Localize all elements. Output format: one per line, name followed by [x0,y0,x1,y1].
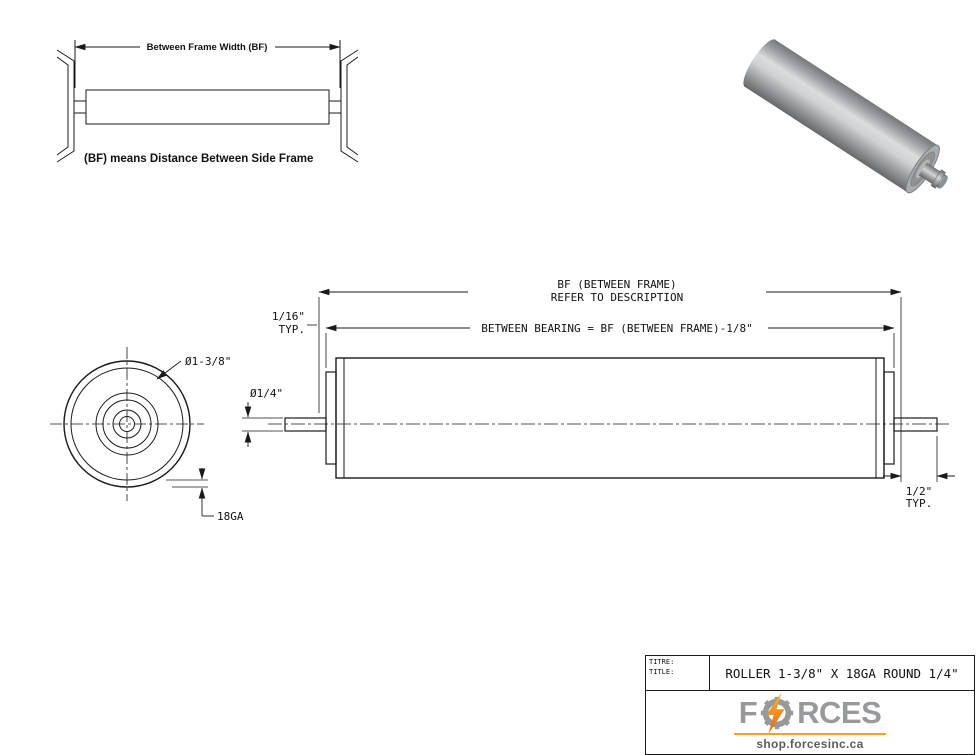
logo-underline [734,732,886,735]
bf-label-line1: BF (BETWEEN FRAME) [557,278,676,291]
end-view [50,347,214,517]
inset-caption: (BF) means Distance Between Side Frame [84,153,313,165]
bf-label-line2: REFER TO DESCRIPTION [551,291,683,304]
end-view-shaft-circle-2 [119,416,135,432]
title-block: TITRE: TITLE: ROLLER 1-3/8" X 18GA ROUND… [645,655,975,755]
lightning-bolt-icon [766,691,785,734]
title-labels: TITRE: TITLE: [646,656,710,690]
title-block-row-title: TITRE: TITLE: ROLLER 1-3/8" X 18GA ROUND… [646,656,974,691]
inset-axle-right [328,100,342,114]
shaft-left [284,417,327,432]
inset-roller-tube [85,89,330,125]
end-view-bearing-circle-1 [95,392,159,456]
roller-dia-label: Ø1-3/8" [185,355,231,368]
gear-lightning-icon [760,691,794,734]
end-view-outer-circle [63,360,191,488]
side-view [242,288,955,482]
inset-dim-label: Between Frame Width (BF) [147,42,268,53]
roller-3d-shaft-tip [938,175,948,189]
logo-text-rces: RCES [797,695,882,730]
title-label-fr: TITRE: [649,658,675,666]
forces-logo-wordmark: F [738,691,882,734]
roller-tube [335,357,885,479]
forces-logo: F [734,691,886,751]
between-bearing-label: BETWEEN BEARING = BF (BETWEEN FRAME)-1/8… [481,322,753,335]
title-block-row-logo: F [646,691,974,754]
gap-label-line2: TYP. [279,323,306,336]
roller-3d-render [743,39,948,194]
logo-website: shop.forcesinc.ca [756,736,864,751]
roller-3d-body [743,39,938,193]
shaft-ext-label-line1: 1/2" [906,485,933,498]
shaft-right [893,417,938,432]
gap-label-line1: 1/16" [272,310,305,323]
title-label-en: TITLE: [649,668,675,676]
inset-axle-left [73,100,87,114]
roller-3d-shaft-washer [930,169,946,189]
shaft-dia-label: Ø1/4" [250,387,283,400]
end-view-bearing-circle-2 [102,399,152,449]
inset-diagram [56,40,359,163]
end-view-shaft-circle-1 [112,409,142,439]
gauge-label: 18GA [217,510,244,523]
roller-3d-shaft [918,162,947,189]
shaft-ext-label-line2: TYP. [906,497,933,510]
left-side-frame [56,49,75,163]
drawing-title: ROLLER 1-3/8" X 18GA ROUND 1/4" [725,665,959,681]
logo-text-f: F [738,695,758,730]
right-side-frame-inner [346,56,359,156]
roller-dia-leader [156,360,182,380]
right-side-frame [340,49,359,163]
bearing-right [883,371,895,465]
bearing-left [325,371,337,465]
left-side-frame-inner [56,56,69,156]
end-view-wall-circle [70,367,184,481]
